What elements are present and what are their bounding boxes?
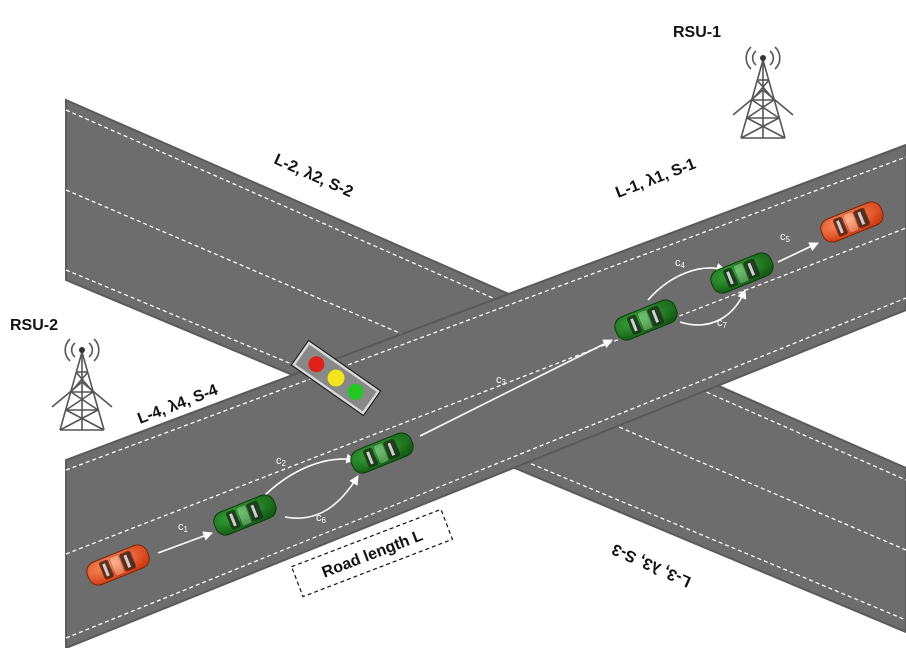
c2-label: c2: [276, 455, 287, 468]
rsu-1-tower-icon: [732, 46, 794, 139]
arrow-c7: [679, 289, 747, 326]
c6-label: c6: [316, 512, 327, 525]
transition-labels: c1 c2 c6 c3 c4 c7 c5: [178, 231, 791, 534]
c4-label: c4: [675, 257, 686, 270]
road-1-4: [65, 143, 906, 648]
c7-label: c7: [717, 317, 728, 330]
c5-label: c5: [780, 231, 791, 244]
rsu-2-label: RSU-2: [10, 317, 58, 334]
arrow-c6: [284, 475, 359, 519]
arrow-c2: [261, 453, 356, 499]
rsu-1-label: RSU-1: [673, 24, 721, 41]
arrow-c1: [157, 531, 213, 554]
c3-label: c3: [496, 374, 507, 387]
transition-arrows: [157, 242, 819, 554]
c1-label: c1: [178, 521, 189, 534]
road-3-label: L-3, λ3, S-3: [609, 540, 693, 590]
arrow-c3: [419, 339, 613, 437]
rsu-2-tower-icon: [51, 338, 113, 431]
traffic-light-icon: [290, 339, 382, 417]
road-2-label: L-2, λ2, S-2: [271, 151, 355, 201]
road-1-label: L-1, λ1, S-1: [613, 156, 698, 202]
arrow-c5: [777, 242, 819, 263]
arrow-c4: [647, 263, 726, 301]
